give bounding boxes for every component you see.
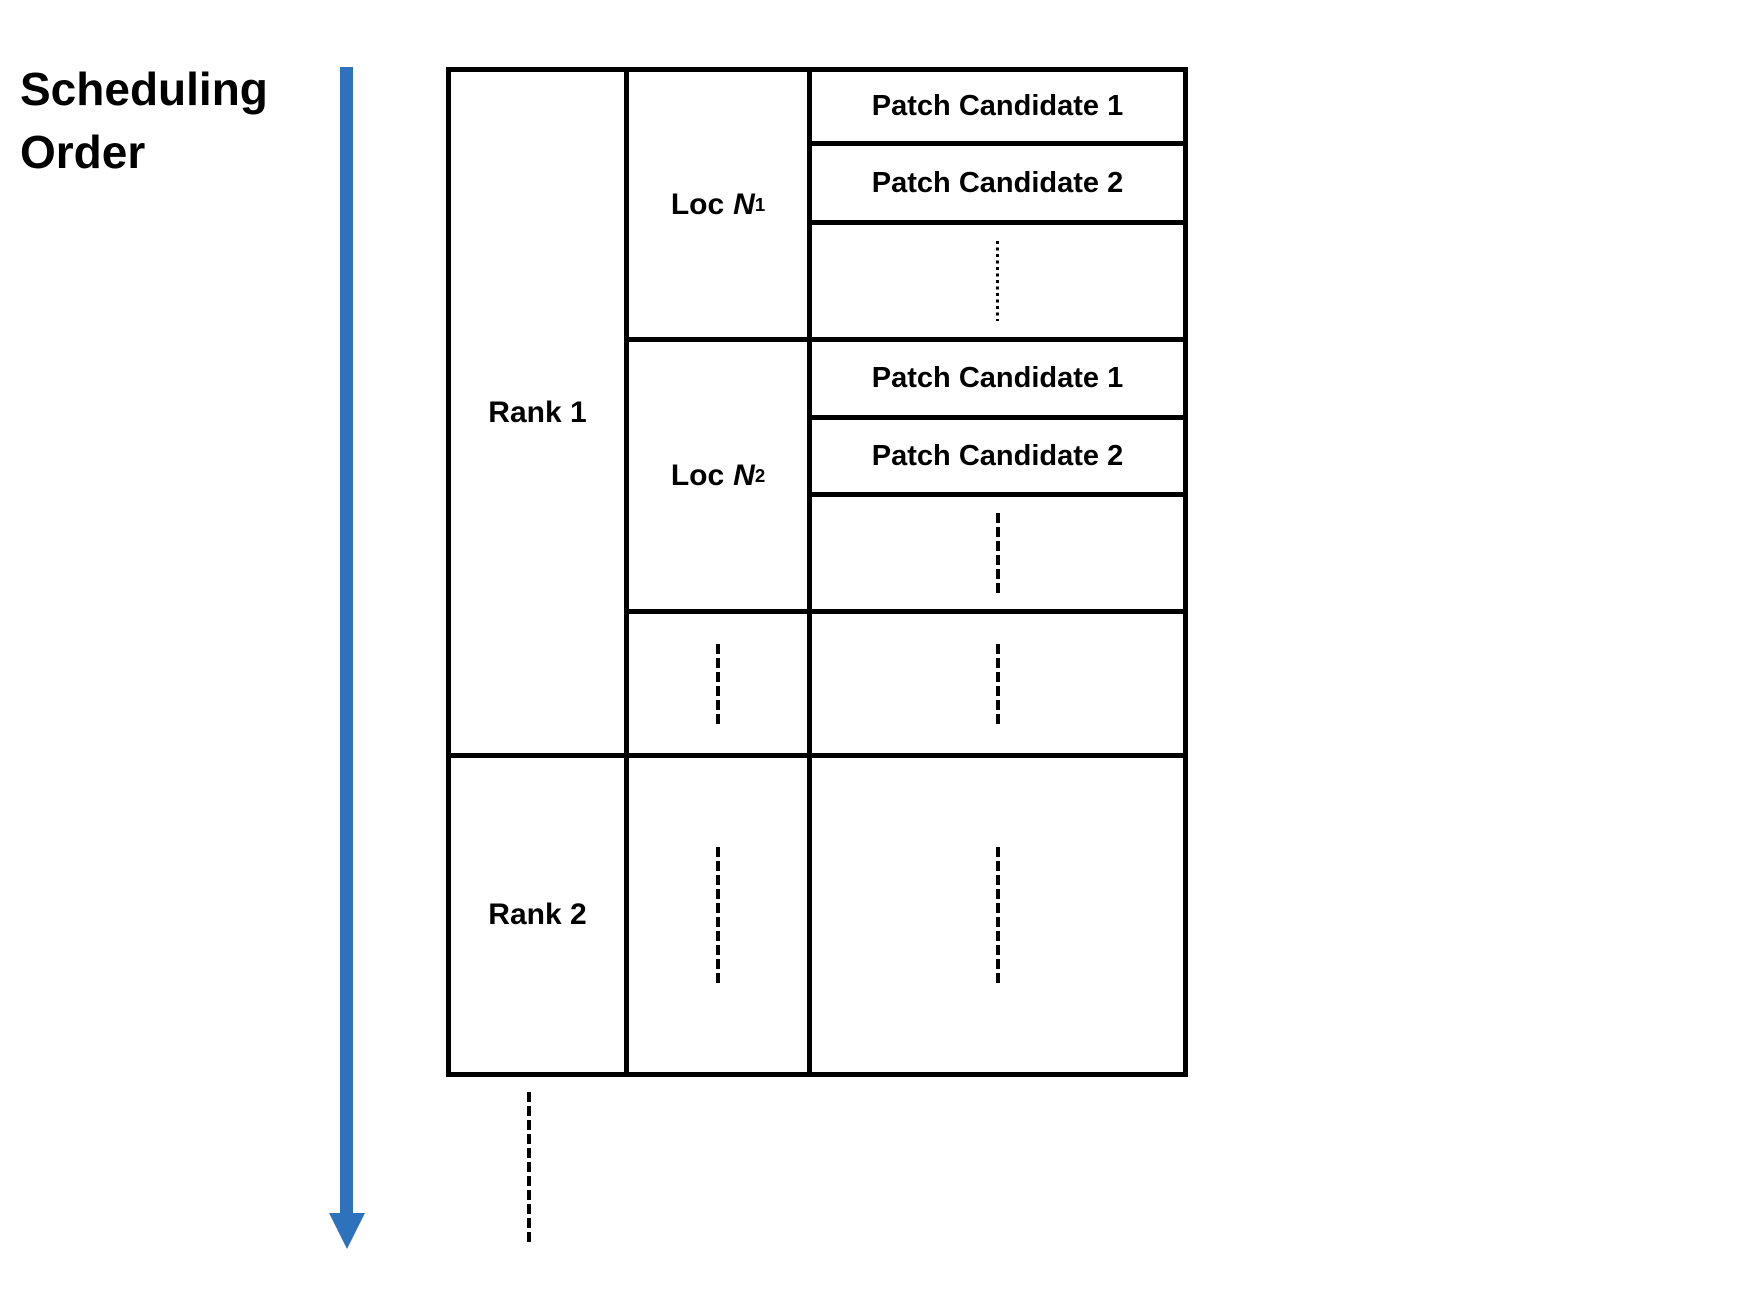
down-arrow-shaft	[340, 67, 353, 1215]
rank-2-cell: Rank 2	[451, 758, 629, 1072]
loc-n2-label-prefix: Loc	[670, 458, 725, 492]
more-locations-row	[629, 614, 1183, 753]
more-patch-candidates-cell	[812, 614, 1183, 753]
loc-n2-patch-column: Patch Candidate 1 Patch Candidate 2	[812, 342, 1183, 609]
patch-candidate-label: Patch Candidate 2	[871, 439, 1124, 472]
vertical-ellipsis-icon	[995, 643, 1000, 724]
patch-candidate-row: Patch Candidate 1	[812, 72, 1183, 146]
rank-2-patch-column	[812, 758, 1183, 1072]
rank-2-patch-cell	[812, 758, 1183, 1072]
vertical-ellipsis-icon	[996, 241, 999, 321]
rank-2-locations-cell	[629, 758, 812, 1072]
rank-2-row: Rank 2	[451, 758, 1183, 1072]
patch-candidate-label: Patch Candidate 1	[871, 362, 1124, 394]
more-ranks-vertical-ellipsis-icon	[527, 1092, 531, 1242]
rank-1-label: Rank 1	[488, 395, 587, 429]
vertical-ellipsis-icon	[716, 847, 720, 983]
more-locations-patch-column	[812, 614, 1183, 753]
patch-candidate-label: Patch Candidate 1	[871, 90, 1124, 122]
patch-candidate-row: Patch Candidate 2	[812, 146, 1183, 225]
vertical-ellipsis-icon	[716, 643, 720, 724]
more-patch-candidates-cell	[812, 497, 1183, 609]
loc-n2-label-variable: N	[733, 458, 755, 492]
loc-n1-label-variable: N	[733, 187, 755, 221]
down-arrow-head	[329, 1213, 365, 1249]
rank-2-label: Rank 2	[488, 898, 587, 931]
scheduling-order-label: Scheduling Order	[20, 63, 268, 178]
loc-n1-label-prefix: Loc	[670, 187, 725, 221]
patch-candidate-row: Patch Candidate 1	[812, 342, 1183, 420]
more-patch-candidates-cell	[812, 225, 1183, 337]
patch-candidate-label: Patch Candidate 2	[871, 166, 1124, 199]
loc-n1-patch-column: Patch Candidate 1 Patch Candidate 2	[812, 72, 1183, 337]
patch-candidate-row: Patch Candidate 2	[812, 420, 1183, 497]
vertical-ellipsis-icon	[995, 513, 1000, 593]
rank-1-cell: Rank 1	[451, 72, 629, 753]
more-locations-cell	[629, 614, 812, 753]
vertical-ellipsis-icon	[995, 847, 1000, 983]
